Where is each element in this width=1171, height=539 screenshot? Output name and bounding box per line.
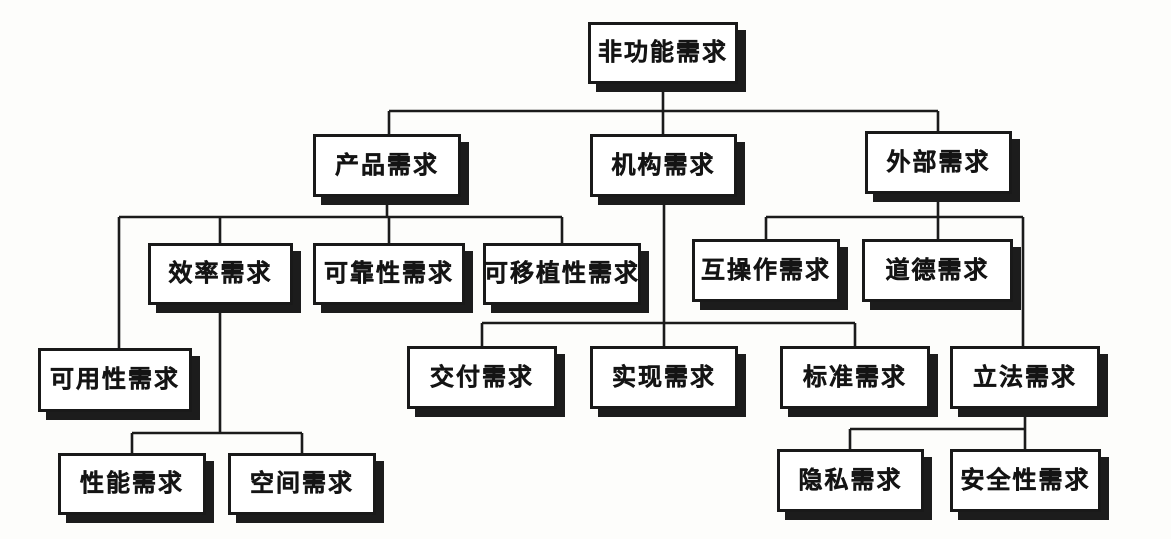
node-label: 隐私需求 [798,467,903,494]
node-portability-requirements: 可移植性需求 [483,243,641,305]
node-label: 道德需求 [885,257,990,284]
node-label: 外部需求 [886,149,991,176]
node-reliability-requirements: 可靠性需求 [313,243,465,305]
node-organizational-requirements: 机构需求 [590,134,737,197]
node-standards-requirements: 标准需求 [780,346,930,409]
node-nonfunctional-requirements: 非功能需求 [588,22,738,84]
node-ethical-requirements: 道德需求 [862,239,1013,302]
node-performance-requirements: 性能需求 [58,453,206,515]
node-privacy-requirements: 隐私需求 [777,449,924,512]
node-usability-requirements: 可用性需求 [38,348,192,412]
node-delivery-requirements: 交付需求 [407,346,557,409]
node-label: 交付需求 [430,364,534,391]
node-label: 标准需求 [803,364,907,391]
node-label: 性能需求 [80,471,184,497]
node-label: 互操作需求 [701,257,831,284]
node-safety-requirements: 安全性需求 [950,449,1101,512]
node-legislative-requirements: 立法需求 [950,346,1100,409]
node-efficiency-requirements: 效率需求 [148,243,293,305]
node-label: 空间需求 [250,471,354,497]
node-label: 效率需求 [168,261,273,287]
node-implementation-requirements: 实现需求 [590,346,738,409]
node-label: 产品需求 [335,152,439,179]
node-label: 立法需求 [973,364,1077,391]
node-label: 可移植性需求 [484,261,640,287]
node-product-requirements: 产品需求 [313,134,461,197]
node-label: 机构需求 [611,152,716,179]
node-label: 可靠性需求 [324,261,454,287]
node-label: 实现需求 [612,364,716,391]
node-space-requirements: 空间需求 [228,453,376,515]
node-label: 安全性需求 [960,467,1091,494]
node-label: 可用性需求 [50,367,180,393]
node-interoperability-requirements: 互操作需求 [692,239,840,302]
node-label: 非功能需求 [598,40,728,66]
node-external-requirements: 外部需求 [865,131,1012,194]
